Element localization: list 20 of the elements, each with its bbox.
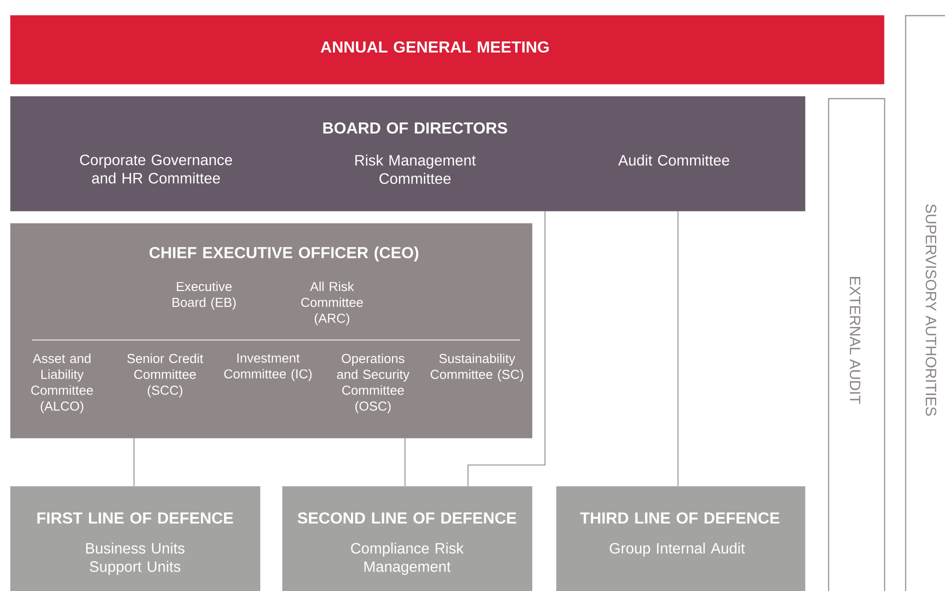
unit-label: Business Units Support Units	[86, 542, 184, 575]
committee-label: Operations and Security Committee (OSC)	[337, 354, 410, 414]
authority-band: SUPERVISORY AUTHORITIES	[905, 15, 945, 591]
committee-label: All Risk Committee (ARC)	[301, 282, 363, 326]
committee-label: Executive Board (EB)	[172, 282, 236, 310]
unit-label: Compliance Risk Management	[351, 542, 464, 575]
committee-label: Senior Credit Committee (SCC)	[127, 354, 204, 398]
committee-label: Audit Committee	[618, 154, 730, 166]
connector-line	[677, 211, 679, 486]
connector-line	[404, 438, 406, 486]
committee-label: Investment Committee (IC)	[224, 354, 312, 382]
meeting-bar: ANNUAL GENERAL MEETING	[10, 15, 884, 84]
committee-label: Risk Management Committee	[355, 154, 476, 184]
audit-band: EXTERNAL AUDIT	[828, 98, 886, 591]
connector-line	[467, 211, 546, 486]
committee-label: Corporate Governance and HR Committee	[80, 154, 232, 184]
connector-line	[133, 438, 135, 486]
committee-label: Asset and Liability Committee (ALCO)	[31, 354, 93, 414]
committee-label: Sustainability Committee (SC)	[430, 354, 524, 382]
unit-label: Group Internal Audit	[610, 542, 745, 557]
